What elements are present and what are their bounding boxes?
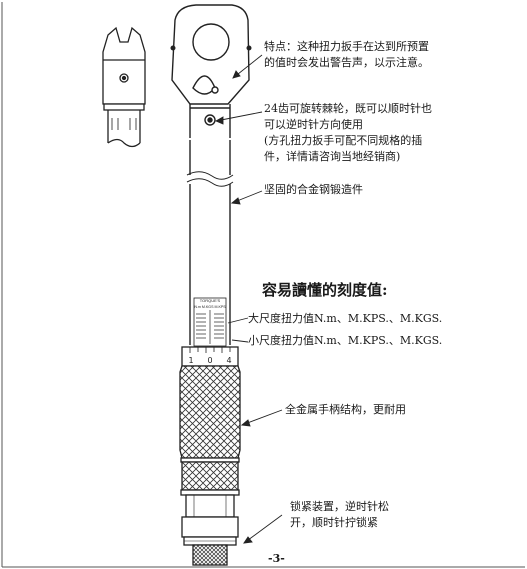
handle-callout: 全金属手柄结构，更耐用 [285,403,406,416]
ratchet-callout: 24齿可旋转棘轮，既可以顺时针也 可以逆时针方向使用 (方孔扭力扳手可配不同规格… [264,101,432,165]
scale-minor-callout: 小尺度扭力值N.m、M.KPS.、M.KGS. [248,334,443,347]
lock-callout-line-2: 开，顺时针拧锁紧 [290,516,378,529]
page-number: -3- [268,552,285,565]
scale-ticks [196,310,224,344]
ratchet-callout-line-2: 可以逆时针方向使用 [264,118,363,131]
scale-thimble [181,346,239,367]
open-end-spanner-head [102,26,146,148]
feature-callout-line-2: 的值时会发出警告声，以示注意。 [264,56,429,69]
leader-lines [214,54,283,544]
ratchet-head [170,4,252,138]
forged-callout: 坚固的合金钢锻造件 [264,183,363,196]
thimble-digit-2: 0 [207,356,212,365]
thimble-digit-1: 1 [188,356,193,365]
lock-callout-line-1: 锁紧装置，逆时针松 [290,500,389,513]
thimble-digit-3: 4 [226,356,231,365]
scale-major-callout: 大尺度扭力值N.m、M.KPS.、M.KGS. [248,312,443,325]
ratchet-callout-line-4: 件，详情请咨询当地经销商) [264,150,401,163]
ratchet-callout-line-1: 24齿可旋转棘轮，既可以顺时针也 [264,102,432,115]
lock-callout: 锁紧装置，逆时针松 开，顺时针拧锁紧 [290,499,389,531]
scale-unit-line: N.m M.KGS M.KPS [194,305,226,309]
feature-callout-line-1: 特点：这种扭力扳手在达到所预置 [264,40,429,53]
scale-brand: TORQUE'S [200,298,221,303]
scale-title: 容易讀懂的刻度值: [262,281,388,299]
ratchet-callout-line-3: (方孔扭力扳手可配不同规格的插 [264,134,423,147]
feature-callout: 特点：这种扭力扳手在达到所预置 的值时会发出警告声，以示注意。 [264,39,429,71]
knurled-handle [179,365,241,566]
